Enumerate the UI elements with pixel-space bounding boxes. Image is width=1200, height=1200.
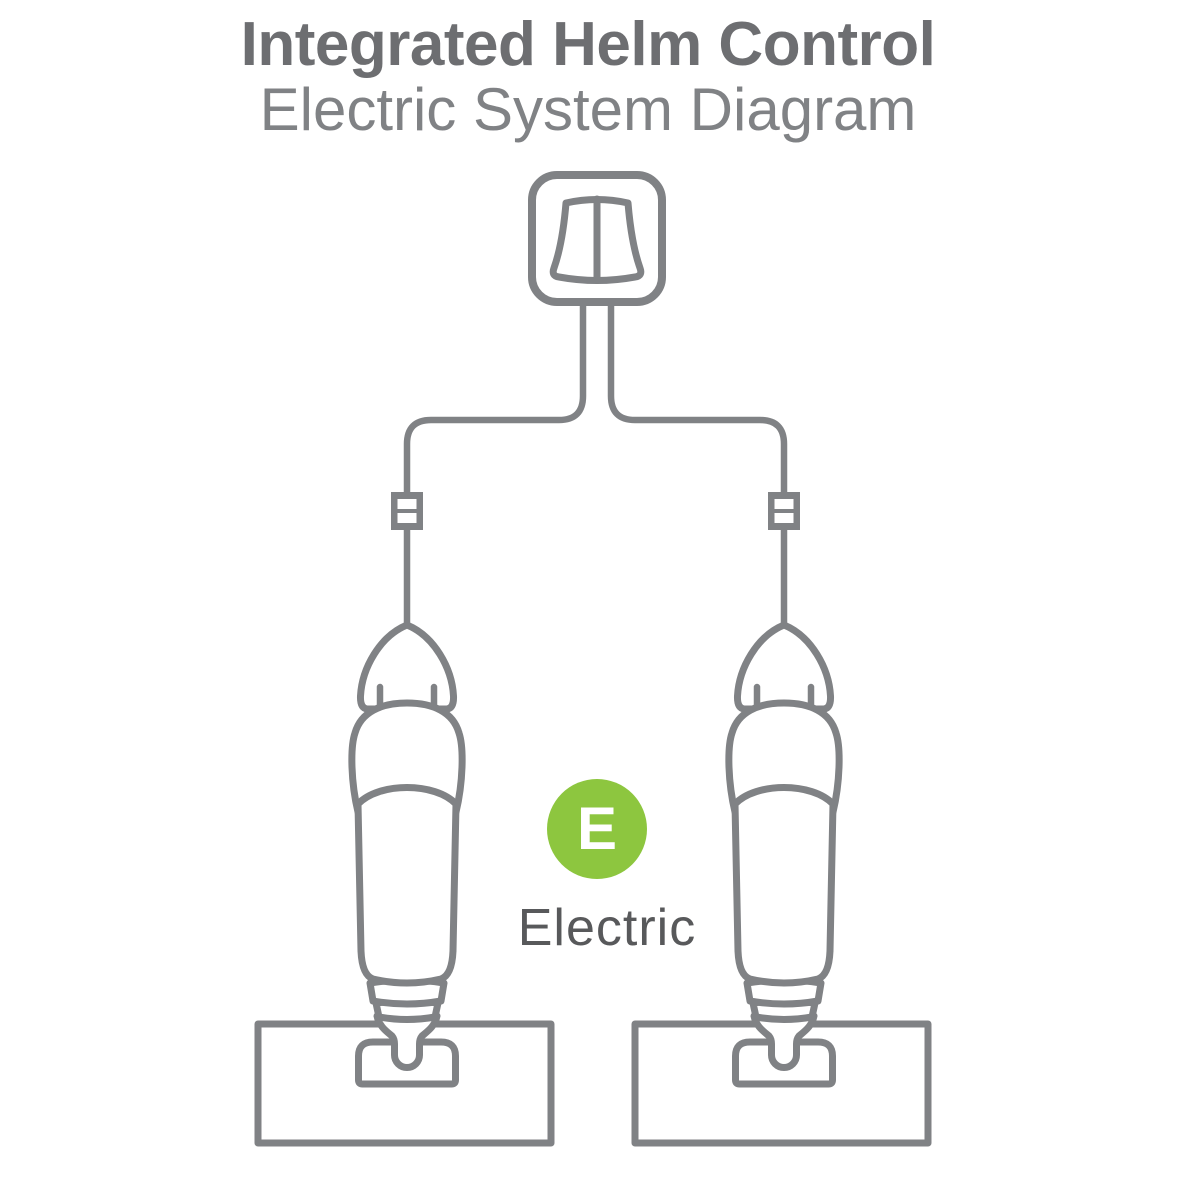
actuator-left xyxy=(258,625,551,1143)
actuator-right xyxy=(635,625,928,1143)
switch-rocker xyxy=(549,196,645,284)
header: Integrated Helm Control Electric System … xyxy=(0,10,1200,140)
page-subtitle: Electric System Diagram xyxy=(259,76,917,143)
wire-left-branch xyxy=(403,299,587,499)
switch-bezel xyxy=(528,171,666,306)
page-title: Integrated Helm Control xyxy=(240,10,936,79)
helm-rocker-switch xyxy=(528,171,666,306)
wire-right-branch xyxy=(607,299,788,499)
electric-badge-letter: E xyxy=(576,795,618,862)
electric-label: Electric xyxy=(517,899,697,957)
connector-right xyxy=(768,492,800,530)
connector-left xyxy=(391,492,423,530)
electric-badge: E xyxy=(547,779,647,879)
